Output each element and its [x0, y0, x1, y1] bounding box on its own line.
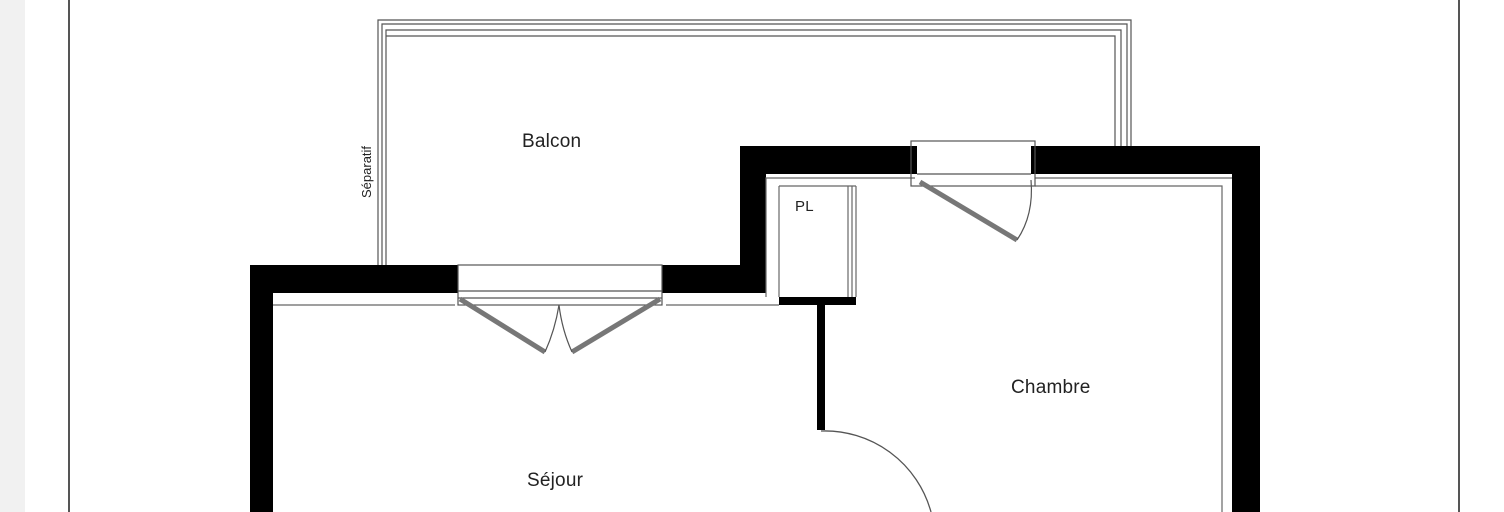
page-gutter — [0, 0, 25, 512]
wall-linings — [273, 177, 1232, 512]
annotation-separatif: Séparatif — [359, 145, 374, 198]
chambre-entry-door — [820, 430, 932, 512]
sejour-french-door — [457, 264, 663, 355]
room-label-balcon: Balcon — [522, 131, 582, 152]
chambre-window-door — [910, 140, 1036, 243]
room-label-chambre: Chambre — [1011, 377, 1091, 398]
room-label-sejour: Séjour — [527, 470, 584, 491]
exterior-walls — [250, 146, 1260, 512]
balcony-railing — [377, 19, 1132, 265]
room-label-placard: PL — [795, 198, 814, 215]
